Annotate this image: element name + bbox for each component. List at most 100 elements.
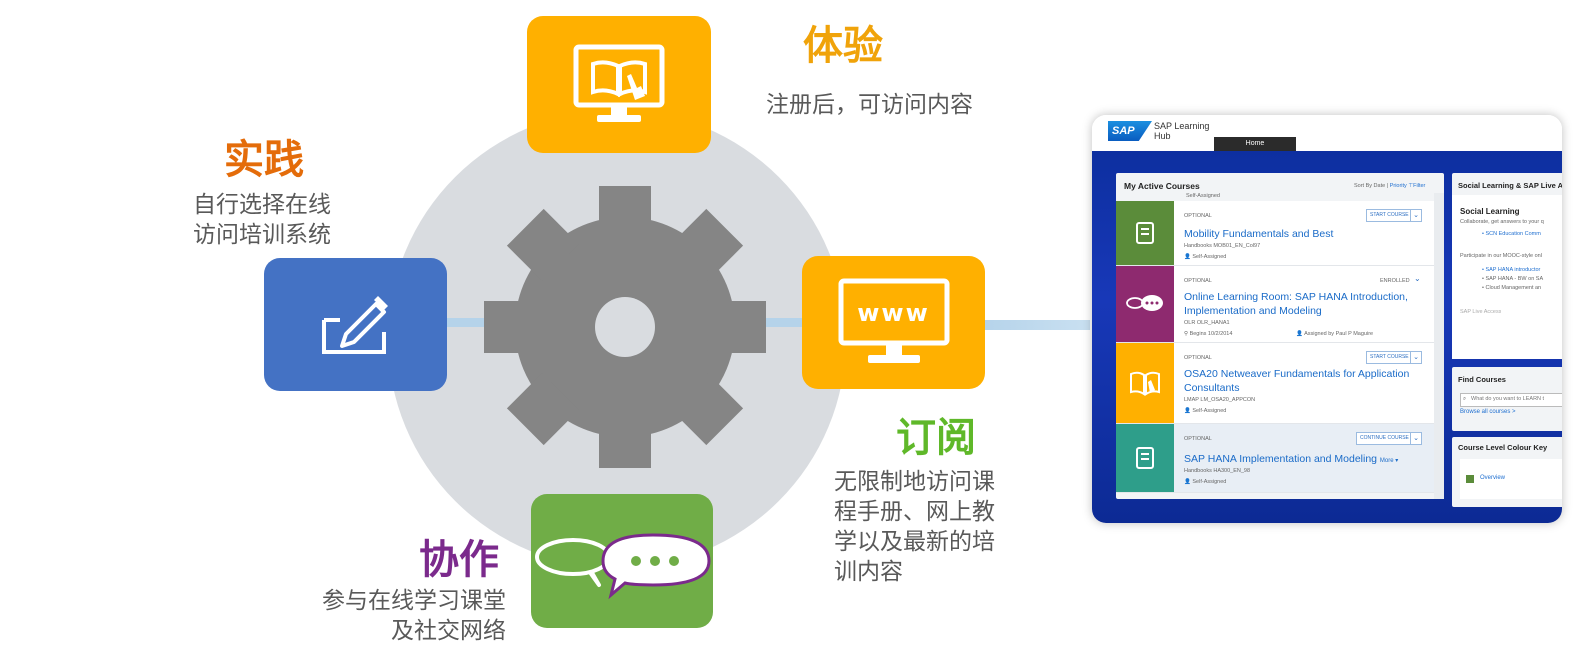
subscribe-desc-line: 学以及最新的培 [834,529,995,555]
handbook-icon [1136,222,1154,244]
start-course-button[interactable]: START COURSE [1366,351,1413,364]
course-level-title: Course Level Colour Key [1458,443,1548,452]
monitor-book-icon [573,44,665,122]
chevron-down-icon[interactable]: ⌄ [1410,432,1422,445]
collaborate-desc-line: 及社交网络 [391,618,506,644]
subscribe-desc-line: 程手册、网上教 [834,499,995,525]
overview-label: Overview [1480,475,1506,481]
social-link[interactable]: • SCN Education Comm [1482,231,1541,237]
social-subtitle: Social Learning [1460,207,1520,216]
handbook-icon [1136,447,1154,469]
course-tag: OPTIONAL [1184,355,1212,361]
top-assigned: Self-Assigned [1186,193,1220,199]
user-icon: 👤 [1184,479,1191,485]
course-tag: OPTIONAL [1184,436,1212,442]
hub-header: SAP SAP Learning Hub Home [1092,115,1562,151]
sort-label: Sort By Date [1354,183,1386,189]
social-learning-panel: Social Learning & SAP Live A Social Lear… [1452,173,1562,359]
gear-icon [484,186,766,468]
experience-title: 体验 [803,23,883,69]
subscribe-desc: 无限制地访问课 程手册、网上教 学以及最新的培 训内容 [834,467,995,587]
find-courses-title: Find Courses [1458,375,1506,384]
experience-desc: 注册后，可访问内容 [766,92,973,118]
find-courses-input[interactable]: ⌕ What do you want to LEARN t [1460,393,1562,407]
sort-controls: Sort By Date | Priority ⊤Filter [1354,183,1426,189]
user-icon: 👤 [1296,331,1303,337]
course-row[interactable]: OPTIONAL START COURSE ⌄ Mobility Fundame… [1116,201,1434,266]
course-assigned: 👤 Self-Assigned [1184,479,1227,485]
social-text: Participate in our MOOC-style onl [1460,253,1542,259]
practice-tile [264,258,447,391]
find-courses-placeholder: What do you want to LEARN t [1471,396,1545,402]
practice-desc-line: 访问培训系统 [193,222,331,248]
subscribe-title: 订阅 [896,415,976,461]
enrolled-status: ENROLLED [1380,278,1410,284]
course-row[interactable]: OPTIONAL CONTINUE COURSE ⌄ SAP HANA Impl… [1116,424,1434,493]
connector-to-screenshot [980,320,1090,330]
course-assigned: 👤 Self-Assigned [1184,254,1227,260]
subscribe-tile [802,256,985,389]
experience-tile [527,16,711,153]
browse-courses-link[interactable]: Browse all courses > [1460,409,1516,415]
course-title[interactable]: Mobility Fundamentals and Best [1184,228,1334,240]
collaborate-desc: 参与在线学习课堂 及社交网络 [300,586,506,646]
chat-bubbles-icon [535,533,711,600]
course-thumb [1116,424,1174,492]
practice-desc: 自行选择在线 访问培训系统 [193,190,331,250]
subscribe-desc-line: 无限制地访问课 [834,469,995,495]
course-row[interactable]: OPTIONAL ENROLLED ⌄ Online Learning Room… [1116,266,1434,343]
more-link[interactable]: More ▾ [1379,458,1399,464]
learning-hub-screenshot: SAP SAP Learning Hub Home My Active Cour… [1092,115,1562,523]
course-meta: Handbooks HA300_EN_98 [1184,468,1251,474]
chevron-down-icon[interactable]: ⌄ [1414,274,1421,283]
location-pin-icon: ⚲ [1184,331,1189,337]
course-row[interactable]: OPTIONAL START COURSE ⌄ OSA20 Netweaver … [1116,343,1434,424]
practice-desc-line: 自行选择在线 [193,192,331,218]
course-title[interactable]: SAP HANA Implementation and Modeling Mor… [1184,453,1399,465]
social-cut-text: SAP Live Access [1460,309,1502,313]
course-tag: OPTIONAL [1184,278,1212,284]
chevron-down-icon[interactable]: ⌄ [1410,351,1422,364]
tab-home[interactable]: Home [1214,137,1296,151]
sap-logo: SAP [1108,121,1152,141]
course-assigned: 👤 Assigned by Paul P Maguire [1296,331,1374,337]
continue-course-button[interactable]: CONTINUE COURSE [1356,432,1413,445]
course-meta: OLR OLR_HANA1 [1184,320,1230,326]
course-title[interactable]: OSA20 Netweaver Fundamentals for Applica… [1184,368,1410,394]
course-meta: Handbooks MOB01_EN_Col97 [1184,243,1261,249]
level-key-body: Overview [1460,459,1562,499]
www-label: www [857,299,930,327]
course-title[interactable]: Online Learning Room: SAP HANA Introduct… [1184,291,1408,317]
user-icon: 👤 [1184,408,1191,414]
social-link[interactable]: • Cloud Management an [1482,285,1542,291]
filter-link[interactable]: Filter [1413,183,1426,189]
course-assigned: 👤 Self-Assigned [1184,408,1227,414]
chevron-down-icon[interactable]: ⌄ [1410,209,1422,222]
collaborate-title: 协作 [419,537,499,583]
course-level-panel: Course Level Colour Key Overview [1452,437,1562,507]
scrollbar[interactable] [1434,193,1444,499]
course-thumb [1116,201,1174,265]
course-begins: ⚲ Begins 10/2/2014 [1184,331,1233,337]
social-body: Social Learning Collaborate, get answers… [1452,195,1562,359]
pencil-box-icon [321,295,388,354]
course-meta: LMAP LM_OSA20_APPCON [1184,397,1256,403]
find-courses-panel: Find Courses ⌕ What do you want to LEARN… [1452,367,1562,431]
start-course-button[interactable]: START COURSE [1366,209,1413,222]
book-icon [1130,371,1160,396]
course-thumb [1116,343,1174,423]
collaborate-desc-line: 参与在线学习课堂 [322,588,506,614]
monitor-www-icon [838,278,949,363]
subscribe-desc-line: 训内容 [834,559,903,585]
social-link[interactable]: • SAP HANA introductor [1482,267,1541,273]
search-icon: ⌕ [1463,396,1467,402]
active-courses-panel: My Active Courses Sort By Date | Priorit… [1116,173,1444,499]
sort-priority[interactable]: Priority [1389,183,1407,189]
overview-swatch [1466,475,1474,483]
user-icon: 👤 [1184,254,1191,260]
course-thumb [1116,266,1174,342]
practice-title: 实践 [224,137,304,183]
hub-title: SAP Learning Hub [1154,121,1210,141]
course-tag: OPTIONAL [1184,213,1212,219]
social-link[interactable]: • SAP HANA - BW on SA [1482,276,1544,282]
